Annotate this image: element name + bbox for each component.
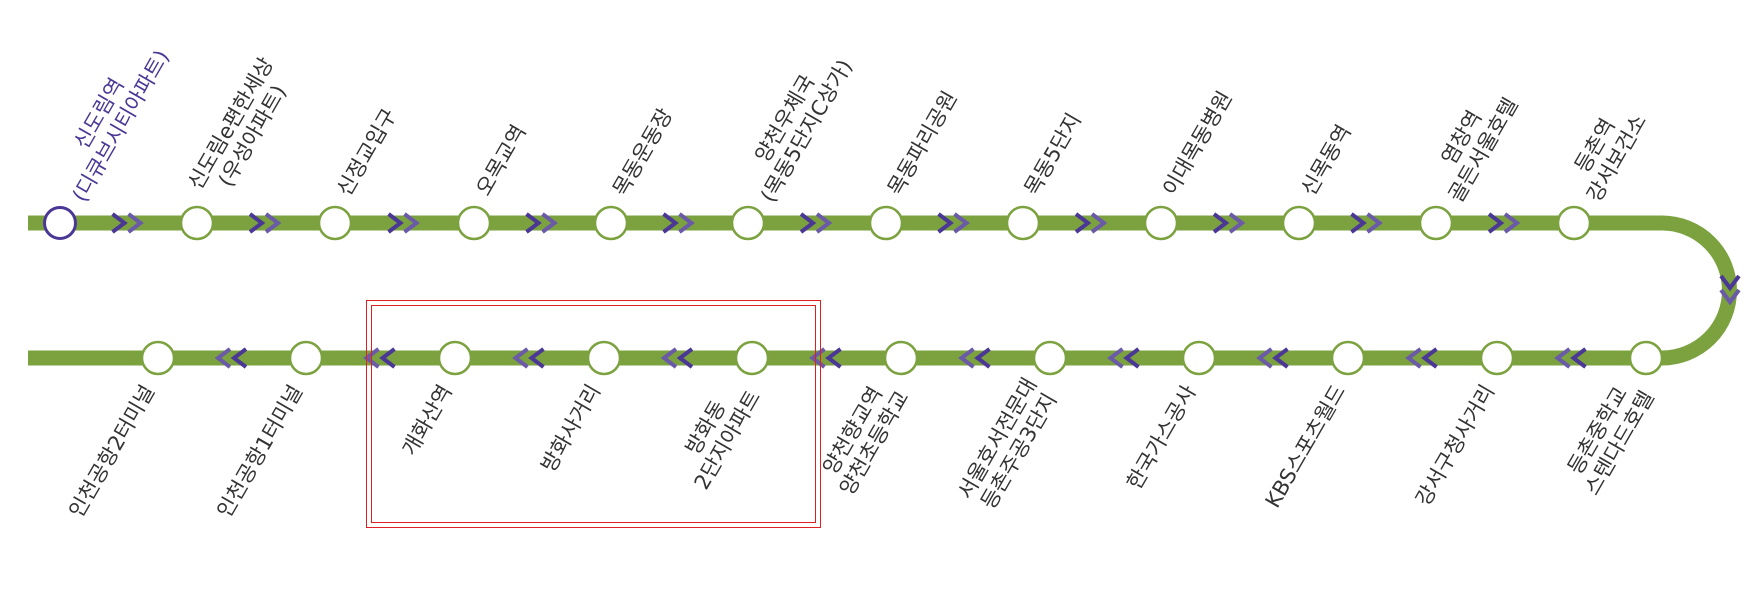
station-marker-top-1: [179, 205, 215, 241]
arrow-right-icon: [937, 212, 970, 234]
station-marker-top-10: [1418, 205, 1454, 241]
station-marker-top-3: [456, 205, 492, 241]
arrow-left-icon: [1405, 347, 1438, 369]
station-marker-bottom-3: [586, 340, 622, 376]
station-marker-bottom-1: [288, 340, 324, 376]
arrow-right-icon: [111, 212, 144, 234]
arrow-right-icon: [1350, 212, 1383, 234]
arrow-left-icon: [660, 347, 694, 369]
arrow-left-icon: [958, 347, 991, 369]
arrow-right-icon: [662, 212, 695, 234]
arrow-right-icon: [387, 212, 420, 234]
station-marker-top-5: [730, 205, 766, 241]
start-station-marker: [43, 206, 77, 240]
station-markers: [43, 205, 1664, 376]
station-marker-top-4: [593, 205, 629, 241]
station-marker-top-6: [868, 205, 904, 241]
station-marker-bottom-0: [140, 340, 176, 376]
station-marker-bottom-2: [437, 340, 473, 376]
arrow-right-icon: [525, 212, 558, 234]
arrow-left-icon: [512, 347, 545, 369]
route-line-path: [28, 215, 1737, 366]
station-marker-bottom-5: [883, 340, 919, 376]
station-marker-bottom-7: [1181, 340, 1217, 376]
station-marker-top-11: [1556, 205, 1592, 241]
station-marker-top-2: [317, 205, 353, 241]
arrow-right-icon: [1074, 212, 1108, 234]
direction-arrows: [111, 212, 1741, 369]
station-marker-top-7: [1005, 205, 1041, 241]
station-marker-bottom-6: [1032, 340, 1068, 376]
arrow-left-icon: [1107, 347, 1140, 369]
arrow-down-icon: [1719, 274, 1741, 306]
arrow-right-icon: [248, 212, 282, 234]
station-marker-bottom-8: [1330, 340, 1366, 376]
arrow-left-icon: [1554, 347, 1587, 369]
highlight-box: [366, 300, 821, 528]
station-marker-bottom-4: [734, 340, 770, 376]
station-marker-top-8: [1143, 205, 1179, 241]
station-marker-bottom-9: [1479, 340, 1515, 376]
arrow-right-icon: [1487, 212, 1521, 234]
arrow-right-icon: [1212, 212, 1246, 234]
arrow-left-icon: [214, 347, 248, 369]
station-marker-bottom-10: [1628, 340, 1664, 376]
arrow-left-icon: [1256, 347, 1289, 369]
route-line: [28, 215, 1737, 366]
arrow-right-icon: [799, 212, 833, 234]
station-marker-top-9: [1281, 205, 1317, 241]
